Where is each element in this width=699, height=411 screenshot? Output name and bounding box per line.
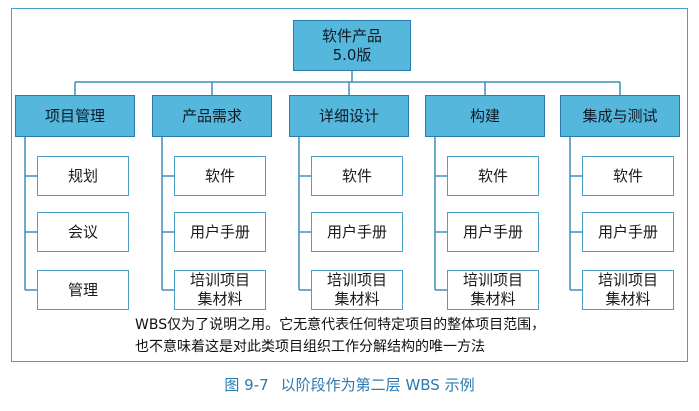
root-node: 软件产品 5.0版 bbox=[293, 20, 411, 71]
root-title: 软件产品 bbox=[321, 26, 382, 45]
branch-node-5: 集成与测试 bbox=[560, 95, 680, 137]
disclaimer-note: WBS仅为了说明之用。它无意代表任何特定项目的整体项目范围， 也不意味着这是对此… bbox=[135, 314, 545, 358]
branch-node-3: 详细设计 bbox=[289, 95, 409, 137]
branch-node-2: 产品需求 bbox=[152, 95, 272, 137]
deliverable-node-1-2: 会议 bbox=[37, 212, 129, 252]
deliverable-node-5-2: 用户手册 bbox=[582, 212, 674, 252]
deliverable-node-2-2: 用户手册 bbox=[174, 212, 266, 252]
deliverable-node-3-1: 软件 bbox=[311, 156, 403, 196]
root-version: 5.0版 bbox=[332, 45, 372, 64]
disclaimer-line-1: WBS仅为了说明之用。它无意代表任何特定项目的整体项目范围， bbox=[135, 317, 546, 333]
diagram-frame bbox=[11, 8, 688, 362]
deliverable-node-3-3: 培训项目集材料 bbox=[311, 270, 403, 310]
deliverable-node-5-3: 培训项目集材料 bbox=[582, 270, 674, 310]
figure-caption: 图 9-7 以阶段作为第二层 WBS 示例 bbox=[0, 374, 699, 395]
deliverable-node-4-3: 培训项目集材料 bbox=[447, 270, 539, 310]
branch-node-1: 项目管理 bbox=[15, 95, 135, 137]
figure-number: 图 9-7 bbox=[224, 376, 269, 394]
deliverable-node-1-1: 规划 bbox=[37, 156, 129, 196]
deliverable-node-5-1: 软件 bbox=[582, 156, 674, 196]
deliverable-node-4-2: 用户手册 bbox=[447, 212, 539, 252]
deliverable-node-4-1: 软件 bbox=[447, 156, 539, 196]
deliverable-node-1-3: 管理 bbox=[37, 270, 129, 310]
deliverable-node-3-2: 用户手册 bbox=[311, 212, 403, 252]
deliverable-node-2-3: 培训项目集材料 bbox=[174, 270, 266, 310]
branch-node-4: 构建 bbox=[425, 95, 545, 137]
deliverable-node-2-1: 软件 bbox=[174, 156, 266, 196]
figure-title: 以阶段作为第二层 WBS 示例 bbox=[280, 376, 475, 394]
disclaimer-line-2: 也不意味着这是对此类项目组织工作分解结构的唯一方法 bbox=[135, 339, 485, 355]
